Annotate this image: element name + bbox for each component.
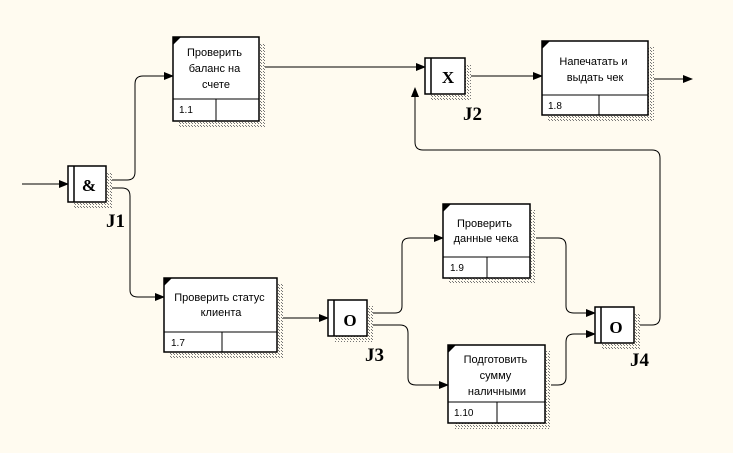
- arrow-j1-to-box-1-7: [106, 187, 165, 301]
- label-line: Проверить статус: [174, 292, 265, 304]
- junction-name: J4: [630, 350, 650, 371]
- junction-symbol: X: [442, 68, 455, 87]
- uow-box-1-1[interactable]: Проверить баланс на счете 1.1: [172, 36, 265, 127]
- uow-box-1-8[interactable]: Напечатать и выдать чек 1.8: [541, 40, 654, 121]
- box-frame: [541, 40, 649, 116]
- arrow-j1-to-box-1-1: [106, 72, 174, 181]
- label-line: Напечатать и: [559, 56, 627, 68]
- label-line: наличными: [468, 386, 526, 398]
- junction-j3[interactable]: O J3: [327, 299, 384, 366]
- box-number: 1.10: [454, 408, 474, 419]
- label-line: сумму: [480, 370, 512, 382]
- label-line: Проверить: [457, 218, 512, 230]
- junction-symbol: &: [82, 176, 96, 195]
- arrow-box-1-10-to-j4: [545, 330, 596, 386]
- arrow-box-1-9-to-j4: [530, 237, 596, 317]
- junction-symbol: O: [343, 311, 356, 330]
- label-line: Подготовить: [464, 354, 528, 366]
- box-label: Проверить статус клиента: [174, 292, 267, 319]
- junction-j2[interactable]: X J2: [424, 57, 482, 125]
- box-frame: [163, 277, 278, 353]
- label-line: счете: [202, 79, 230, 91]
- arrow-j3-to-box-1-10: [367, 324, 449, 389]
- junction-j1[interactable]: & J1: [67, 165, 125, 232]
- corner-mark-icon: [448, 345, 456, 353]
- box-number: 1.7: [171, 338, 185, 349]
- box-label: Подготовить сумму наличными: [464, 354, 531, 398]
- corner-mark-icon: [542, 41, 550, 49]
- label-line: Проверить: [187, 47, 242, 59]
- label-line: клиента: [201, 307, 243, 319]
- box-label: Проверить баланс на счете: [187, 47, 245, 91]
- box-label: Напечатать и выдать чек: [559, 56, 630, 84]
- junction-name: J1: [106, 211, 125, 232]
- arrow-j3-to-box-1-9: [367, 234, 444, 314]
- junction-name: J3: [365, 345, 384, 366]
- junction-j4[interactable]: O J4: [594, 306, 650, 371]
- corner-mark-icon: [164, 278, 172, 286]
- corner-mark-icon: [443, 204, 451, 212]
- label-line: данные чека: [454, 233, 520, 245]
- arrow-j4-to-j2: [411, 87, 661, 326]
- connectors: [22, 63, 693, 389]
- corner-mark-icon: [173, 37, 181, 45]
- junction-symbol: O: [609, 318, 622, 337]
- uow-box-1-10[interactable]: Подготовить сумму наличными 1.10: [447, 344, 551, 429]
- uow-box-1-9[interactable]: Проверить данные чека 1.9: [442, 203, 536, 284]
- label-line: выдать чек: [567, 72, 624, 84]
- junction-name: J2: [463, 104, 482, 125]
- box-number: 1.9: [450, 263, 464, 274]
- box-number: 1.8: [548, 101, 562, 112]
- label-line: баланс на: [189, 63, 241, 75]
- box-label: Проверить данные чека: [454, 218, 520, 245]
- box-number: 1.1: [179, 105, 193, 116]
- uow-box-1-7[interactable]: Проверить статус клиента 1.7: [163, 277, 283, 358]
